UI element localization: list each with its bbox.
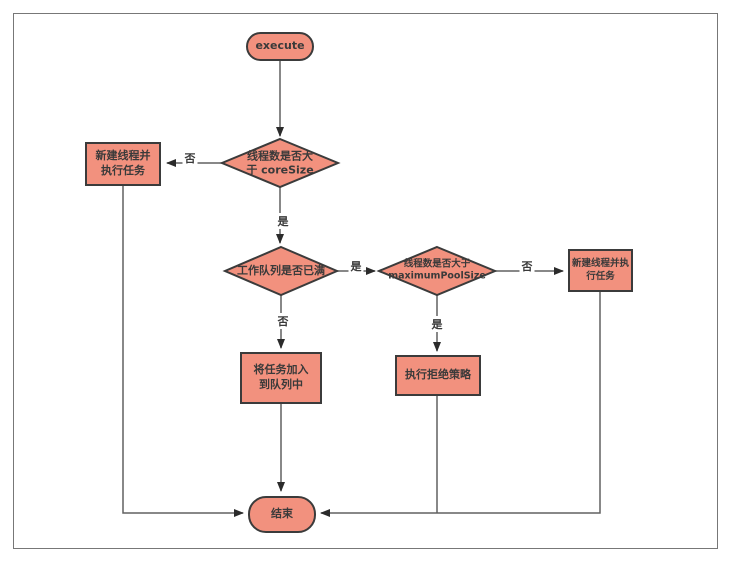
decision-queue-full — [222, 245, 340, 297]
edge-new-thread-right-to-end — [320, 292, 601, 517]
edge-label-max-no: 否 — [519, 258, 535, 274]
node-end-label: 结束 — [271, 507, 293, 521]
decision-max-pool — [376, 245, 498, 297]
node-new-thread-left-label: 新建线程并 执行任务 — [95, 149, 151, 177]
edge-label-queue-no: 否 — [275, 313, 291, 329]
node-new-thread-right: 新建线程并执 行任务 — [568, 249, 633, 292]
edge-label-core-yes: 是 — [275, 213, 291, 229]
node-execute-label: execute — [255, 39, 305, 53]
node-end: 结束 — [248, 496, 316, 533]
decision-core-size — [219, 137, 341, 189]
node-enqueue-label: 将任务加入 到队列中 — [253, 363, 309, 391]
edge-new-thread-left-to-end — [122, 186, 244, 517]
node-reject: 执行拒绝策略 — [395, 355, 481, 396]
node-reject-label: 执行拒绝策略 — [405, 368, 471, 382]
node-new-thread-right-label: 新建线程并执 行任务 — [571, 257, 629, 282]
node-enqueue: 将任务加入 到队列中 — [240, 352, 322, 404]
node-execute: execute — [246, 32, 314, 61]
node-new-thread-left: 新建线程并 执行任务 — [85, 142, 161, 186]
edge-label-core-no: 否 — [182, 150, 198, 166]
edge-label-max-yes: 是 — [429, 316, 445, 332]
edge-label-queue-yes: 是 — [348, 258, 364, 274]
diagram-frame — [13, 13, 718, 549]
